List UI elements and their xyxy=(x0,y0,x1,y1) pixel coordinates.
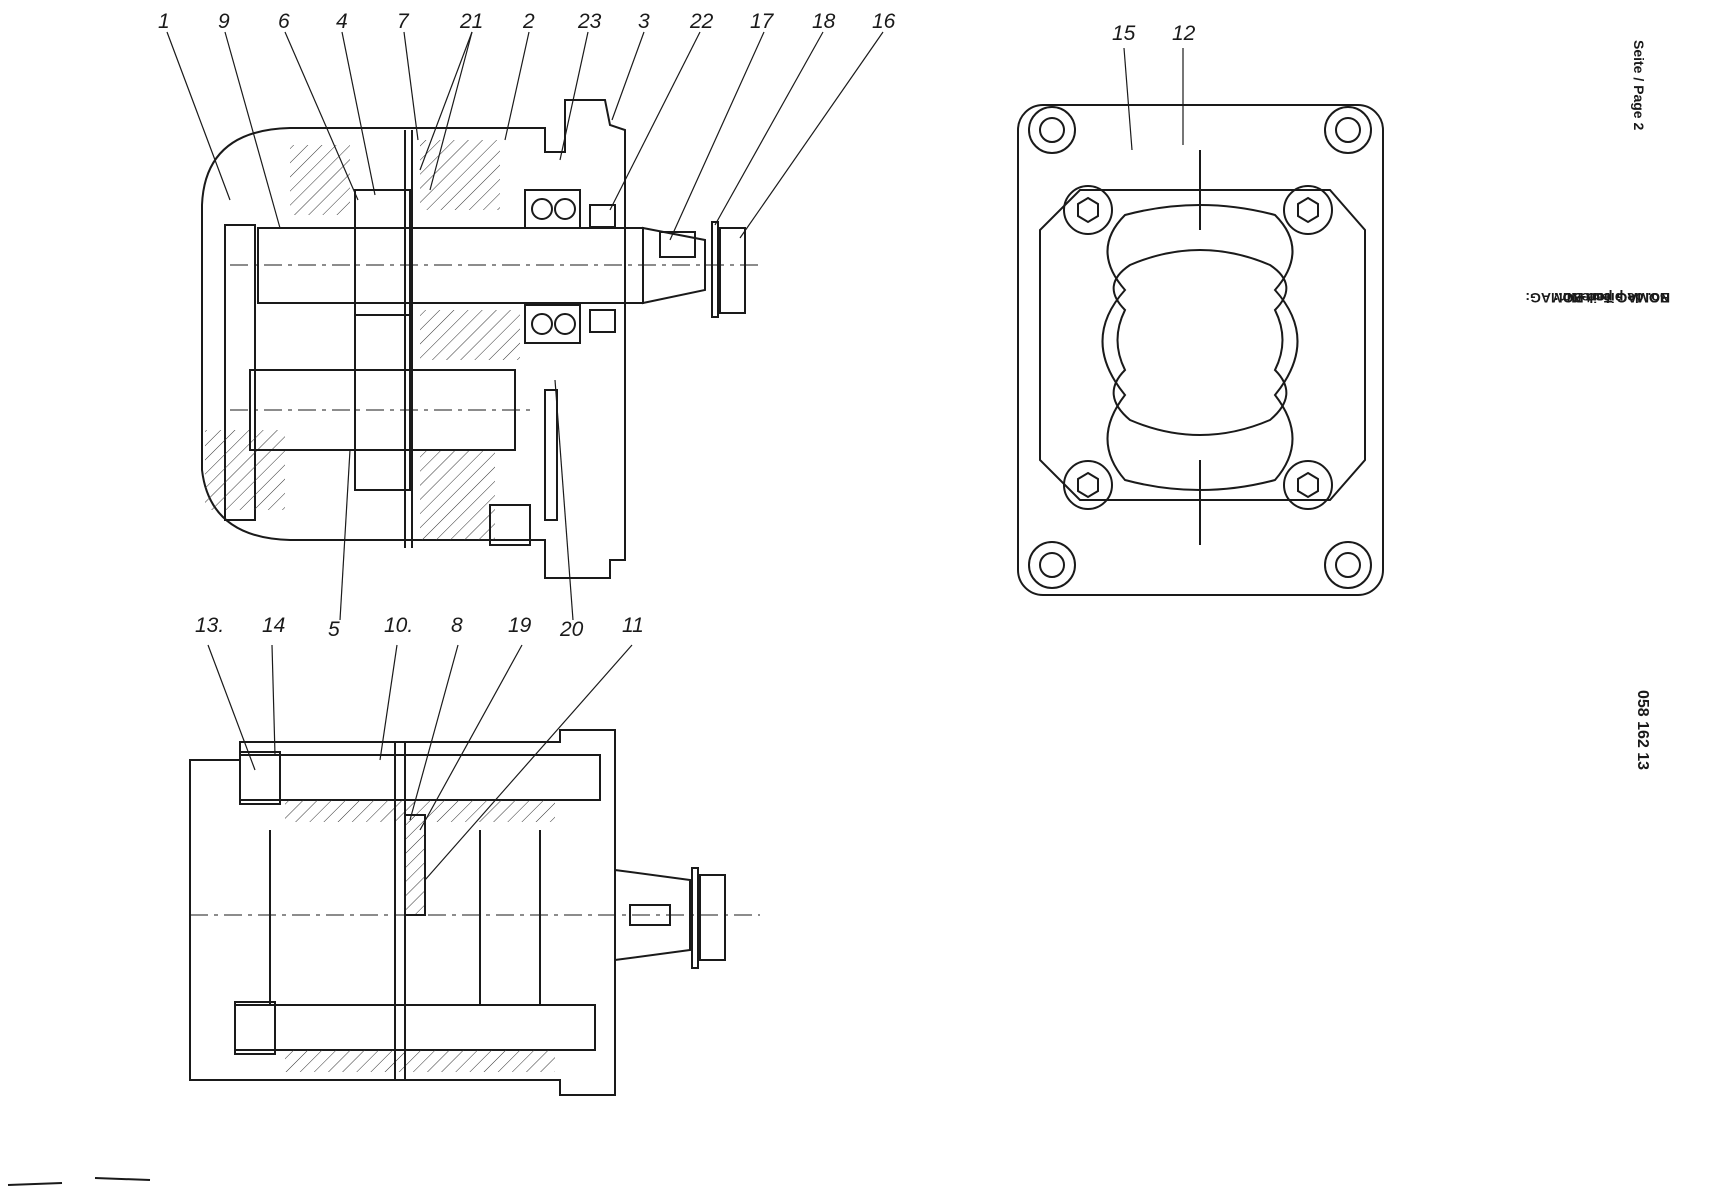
socket-bolt xyxy=(1283,185,1333,235)
corner-hole xyxy=(1028,106,1076,154)
leader-lines-top xyxy=(166,31,884,621)
drive-gear xyxy=(354,189,411,316)
tie-bolt-head-bottom xyxy=(234,1001,276,1055)
callout-22: 22 xyxy=(689,10,714,33)
tie-bolt-top xyxy=(239,754,601,801)
side-view-bottom xyxy=(189,729,760,1096)
bearing-ball xyxy=(554,198,576,220)
hex-socket-icon xyxy=(1297,471,1319,499)
shaft-washer xyxy=(711,221,719,318)
callout-5: 5 xyxy=(328,618,340,641)
callout-16: 16 xyxy=(872,10,896,33)
corner-hole xyxy=(1335,552,1361,578)
hatched-wall-left xyxy=(205,430,285,510)
flange-plate xyxy=(1017,104,1384,596)
hex-socket-icon xyxy=(1077,196,1099,224)
socket-bolt xyxy=(1063,185,1113,235)
page-label: Seite / Page 2 xyxy=(1631,40,1647,131)
flange-bolt xyxy=(489,504,531,546)
scan-marks xyxy=(7,1177,151,1186)
shaft-key xyxy=(659,231,696,258)
flange-end-view xyxy=(1017,104,1384,596)
callout-7: 7 xyxy=(397,10,410,33)
callout-9: 9 xyxy=(218,10,230,33)
callout-19: 19 xyxy=(508,614,532,637)
tie-bolt-head-top xyxy=(239,751,281,805)
callout-2: 2 xyxy=(522,10,535,33)
part-label-fr: No. de pièce BOMAG: xyxy=(1525,290,1670,306)
callout-15: 15 xyxy=(1112,22,1136,45)
callout-13: 13. xyxy=(195,614,224,637)
callout-17: 17 xyxy=(750,10,775,33)
corner-hole xyxy=(1028,541,1076,589)
gear-cavity-outline xyxy=(1101,204,1299,491)
section-view-top xyxy=(201,99,760,579)
bearing-ball xyxy=(531,313,553,335)
callout-4: 4 xyxy=(336,10,348,33)
driven-gear xyxy=(354,314,411,491)
callout-18: 18 xyxy=(812,10,836,33)
hatched-wall-bottom xyxy=(420,450,495,540)
inner-cavity xyxy=(1112,249,1288,436)
callout-3: 3 xyxy=(638,10,650,33)
side-housing-outline xyxy=(189,729,616,1096)
ball-bearing-bottom xyxy=(524,304,581,344)
callout-1: 1 xyxy=(158,10,170,33)
leader-lines-bottom xyxy=(207,644,633,881)
side-seal xyxy=(404,814,426,916)
shaft-seal xyxy=(589,309,616,333)
bearing-ball xyxy=(531,198,553,220)
callout-8: 8 xyxy=(451,614,463,637)
callout-labels: 1 9 6 4 7 21 2 23 3 22 17 18 16 5 20 15 … xyxy=(158,10,1196,641)
shaft-nut xyxy=(719,227,746,314)
callout-10: 10. xyxy=(384,614,413,637)
hatched-side-bottom xyxy=(285,1050,555,1072)
side-nut xyxy=(699,874,726,961)
side-washer xyxy=(691,867,699,969)
hex-socket-icon xyxy=(1297,196,1319,224)
callout-12: 12 xyxy=(1172,22,1196,45)
socket-bolt xyxy=(1283,460,1333,510)
corner-hole xyxy=(1335,117,1361,143)
callout-23: 23 xyxy=(577,10,602,33)
corner-hole xyxy=(1039,552,1065,578)
hex-socket-icon xyxy=(1077,471,1099,499)
housing-cavity xyxy=(224,224,256,521)
hatched-side-top xyxy=(285,800,555,822)
side-shaft-taper xyxy=(614,868,691,962)
housing-outline xyxy=(201,99,626,579)
tie-bolt-bottom xyxy=(234,1004,596,1051)
o-ring xyxy=(544,389,558,521)
leader-lines-right xyxy=(1123,47,1184,151)
hatched-wall-mid xyxy=(420,140,500,210)
corner-hole xyxy=(1324,541,1372,589)
shaft-taper xyxy=(642,226,706,305)
corner-hole xyxy=(1324,106,1372,154)
hatched-wall-top xyxy=(290,145,350,215)
socket-bolt xyxy=(1063,460,1113,510)
part-number: 058 162 13 xyxy=(1634,690,1651,771)
ball-bearing-top xyxy=(524,189,581,229)
shaft-seal xyxy=(589,204,616,228)
callout-20: 20 xyxy=(559,618,584,641)
callout-6: 6 xyxy=(278,10,290,33)
corner-hole xyxy=(1039,117,1065,143)
callout-21: 21 xyxy=(459,10,483,33)
bearing-ball xyxy=(554,313,576,335)
flange-rim xyxy=(1039,189,1366,501)
hatched-wall-low xyxy=(420,310,520,360)
callout-11: 11 xyxy=(622,614,644,637)
callout-14: 14 xyxy=(262,614,285,637)
